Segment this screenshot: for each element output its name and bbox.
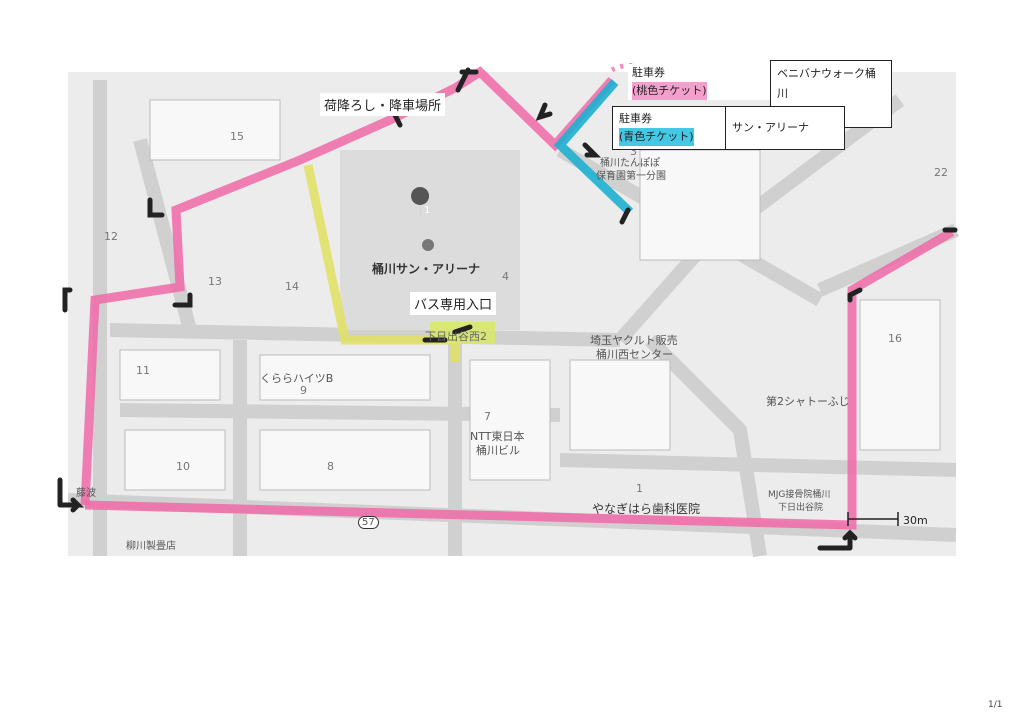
block-number: 22	[934, 166, 948, 179]
poi-label: やなぎはら歯科医院	[592, 502, 701, 516]
poi-label: 桶川西センター	[596, 348, 673, 361]
unloading-annotation: 荷降ろし・降車場所	[320, 93, 446, 116]
blue-route	[553, 79, 634, 216]
page-number: 1/1	[988, 700, 1003, 710]
ticket-color: (青色チケット)	[619, 128, 694, 146]
poi-label: 柳川製畳店	[126, 541, 176, 552]
direction-arrows	[57, 67, 958, 551]
venue-marker-icon	[411, 187, 430, 219]
poi-label: NTT東日本	[470, 430, 525, 443]
poi-label: 桶川ビル	[476, 444, 520, 457]
block-number: 10	[176, 460, 190, 473]
poi-label: くららハイツB	[260, 372, 334, 385]
route-shield: 57	[358, 516, 379, 529]
block-number: 14	[285, 280, 299, 293]
marker-number: 1	[424, 205, 431, 216]
block-number: 3	[630, 145, 637, 158]
block-number: 12	[104, 230, 118, 243]
blue-ticket-annotation: 駐車券 (青色チケット)	[612, 106, 725, 150]
blue-parking-box: サン・アリーナ	[725, 106, 845, 150]
venue-pin-icon	[422, 239, 434, 251]
poi-label: 桶川たんぽぽ	[600, 158, 660, 169]
pink-route	[80, 66, 616, 506]
block-number: 7	[484, 410, 491, 423]
poi-label: 下日出谷院	[778, 503, 824, 513]
block-number: 1	[636, 482, 643, 495]
pink-route-main	[84, 228, 955, 530]
block-number: 8	[327, 460, 334, 473]
scale-label: 30m	[903, 514, 928, 527]
block-number: 15	[230, 130, 244, 143]
parking-name: ベニバナウォーク桶川	[777, 67, 876, 100]
intersection-label: 下日出谷西2	[425, 330, 487, 343]
block-number: 13	[208, 275, 222, 288]
ticket-color: (桃色チケット)	[632, 82, 707, 100]
block-number: 4	[502, 270, 509, 283]
poi-label: MJG接骨院桶川	[768, 490, 831, 500]
ticket-title: 駐車券	[632, 66, 665, 79]
venue-label[interactable]: 桶川サン・アリーナ	[372, 262, 481, 276]
yellow-route	[303, 164, 460, 362]
block-number: 16	[888, 332, 902, 345]
block-number: 11	[136, 364, 150, 377]
pink-ticket-annotation: 駐車券 (桃色チケット)	[628, 64, 772, 100]
ticket-title: 駐車券	[619, 112, 652, 125]
block-number: 9	[300, 384, 307, 397]
bus-entrance-annotation: バス専用入口	[410, 292, 497, 315]
poi-label: 埼玉ヤクルト販売	[590, 334, 678, 347]
poi-label: 第2シャトーふじ	[766, 395, 850, 408]
poi-label: 藤波	[76, 488, 96, 499]
poi-label: 保育園第一分園	[596, 171, 666, 182]
